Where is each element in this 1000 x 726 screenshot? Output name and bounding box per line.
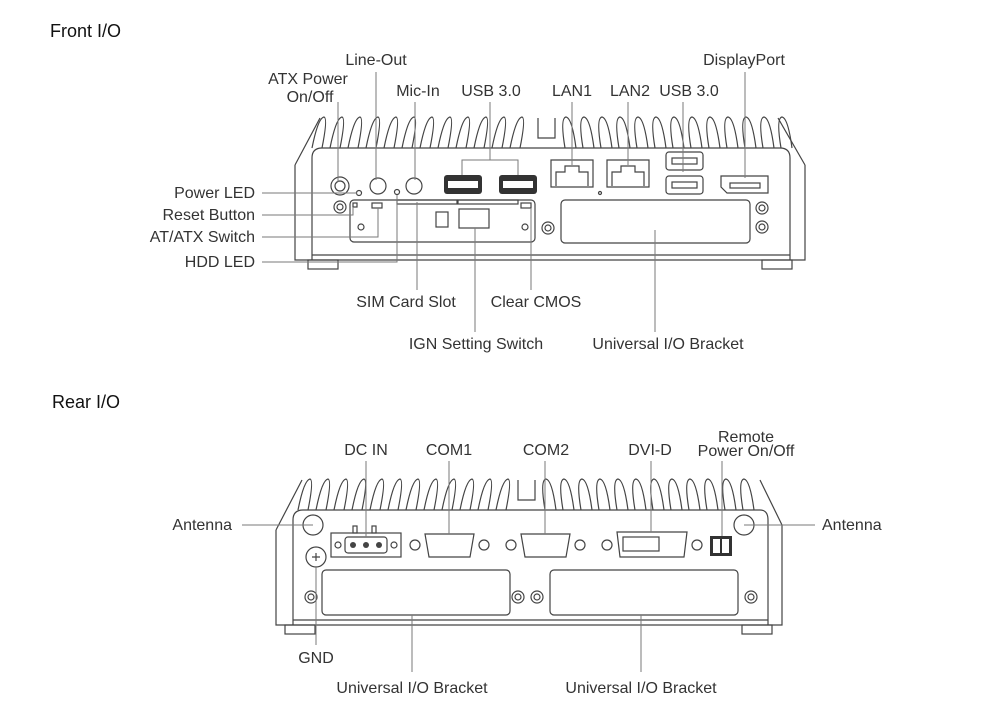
reset-button <box>352 202 358 208</box>
front-foot-left <box>307 259 339 270</box>
label-antenna-left: Antenna <box>172 517 232 534</box>
hdd-led <box>393 188 401 196</box>
com2-connector <box>520 533 571 558</box>
label-com1: COM1 <box>426 442 472 459</box>
label-mic-in: Mic-In <box>396 83 440 100</box>
rear-universal-io-bracket-1 <box>321 569 511 616</box>
label-universal-io-bracket: Universal I/O Bracket <box>592 336 744 353</box>
label-clear-cmos: Clear CMOS <box>491 294 582 311</box>
label-remote-1: Remote <box>718 429 774 446</box>
label-gnd: GND <box>298 650 334 667</box>
mic-in-jack <box>405 177 423 195</box>
label-lan2: LAN2 <box>610 83 650 100</box>
front-leader-lines <box>262 72 746 332</box>
rear-foot-right <box>741 624 773 635</box>
rear-heatsink-fins <box>275 478 783 531</box>
usb30-port-3 <box>665 151 704 171</box>
label-com2: COM2 <box>523 442 569 459</box>
lan2-port <box>606 159 650 188</box>
usb30-port-4 <box>665 175 704 195</box>
front-panel-outline <box>311 147 791 260</box>
front-screw <box>333 200 347 214</box>
rear-foot-left <box>284 624 316 635</box>
displayport-connector <box>720 175 769 194</box>
label-universal-io-bracket-1: Universal I/O Bracket <box>336 680 488 697</box>
label-line-out: Line-Out <box>345 52 407 69</box>
label-universal-io-bracket-2: Universal I/O Bracket <box>565 680 717 697</box>
label-displayport: DisplayPort <box>703 52 785 69</box>
label-dc-in: DC IN <box>344 442 388 459</box>
front-foot-right <box>761 259 793 270</box>
label-reset-button: Reset Button <box>163 207 256 224</box>
front-io-title: Front I/O <box>50 21 121 41</box>
label-at-atx-switch: AT/ATX Switch <box>150 229 255 246</box>
rear-chassis <box>275 478 783 635</box>
label-dvi-d: DVI-D <box>628 442 672 459</box>
power-led <box>355 189 363 197</box>
ign-block <box>435 211 449 228</box>
lan1-port <box>550 159 594 188</box>
front-heatsink-fins <box>294 116 806 166</box>
label-remote-2: Power On/Off <box>698 443 795 460</box>
atx-power-button <box>330 176 350 196</box>
label-usb30-b: USB 3.0 <box>659 83 719 100</box>
label-atx-power-2: On/Off <box>287 89 334 106</box>
ign-setting-switch <box>458 208 490 229</box>
label-usb30-a: USB 3.0 <box>461 83 521 100</box>
label-atx-power-1: ATX Power <box>268 71 348 88</box>
front-chassis <box>294 116 806 270</box>
label-antenna-right: Antenna <box>822 517 882 534</box>
label-sim-card-slot: SIM Card Slot <box>356 294 456 311</box>
label-hdd-led: HDD LED <box>185 254 255 271</box>
rear-panel-outline <box>292 509 769 625</box>
front-body-outline <box>294 165 806 261</box>
rear-body-outline <box>275 525 783 626</box>
rear-io-title: Rear I/O <box>52 392 120 412</box>
line-out-jack <box>369 177 387 195</box>
clear-cmos-jumper <box>520 202 532 209</box>
rear-leader-lines <box>242 461 815 672</box>
label-lan1: LAN1 <box>552 83 592 100</box>
label-power-led: Power LED <box>174 185 255 202</box>
at-atx-switch <box>371 202 383 209</box>
com1-connector <box>424 533 475 558</box>
dvi-d-connector <box>616 531 688 558</box>
rear-universal-io-bracket-2 <box>549 569 739 616</box>
label-ign-setting-switch: IGN Setting Switch <box>409 336 543 353</box>
